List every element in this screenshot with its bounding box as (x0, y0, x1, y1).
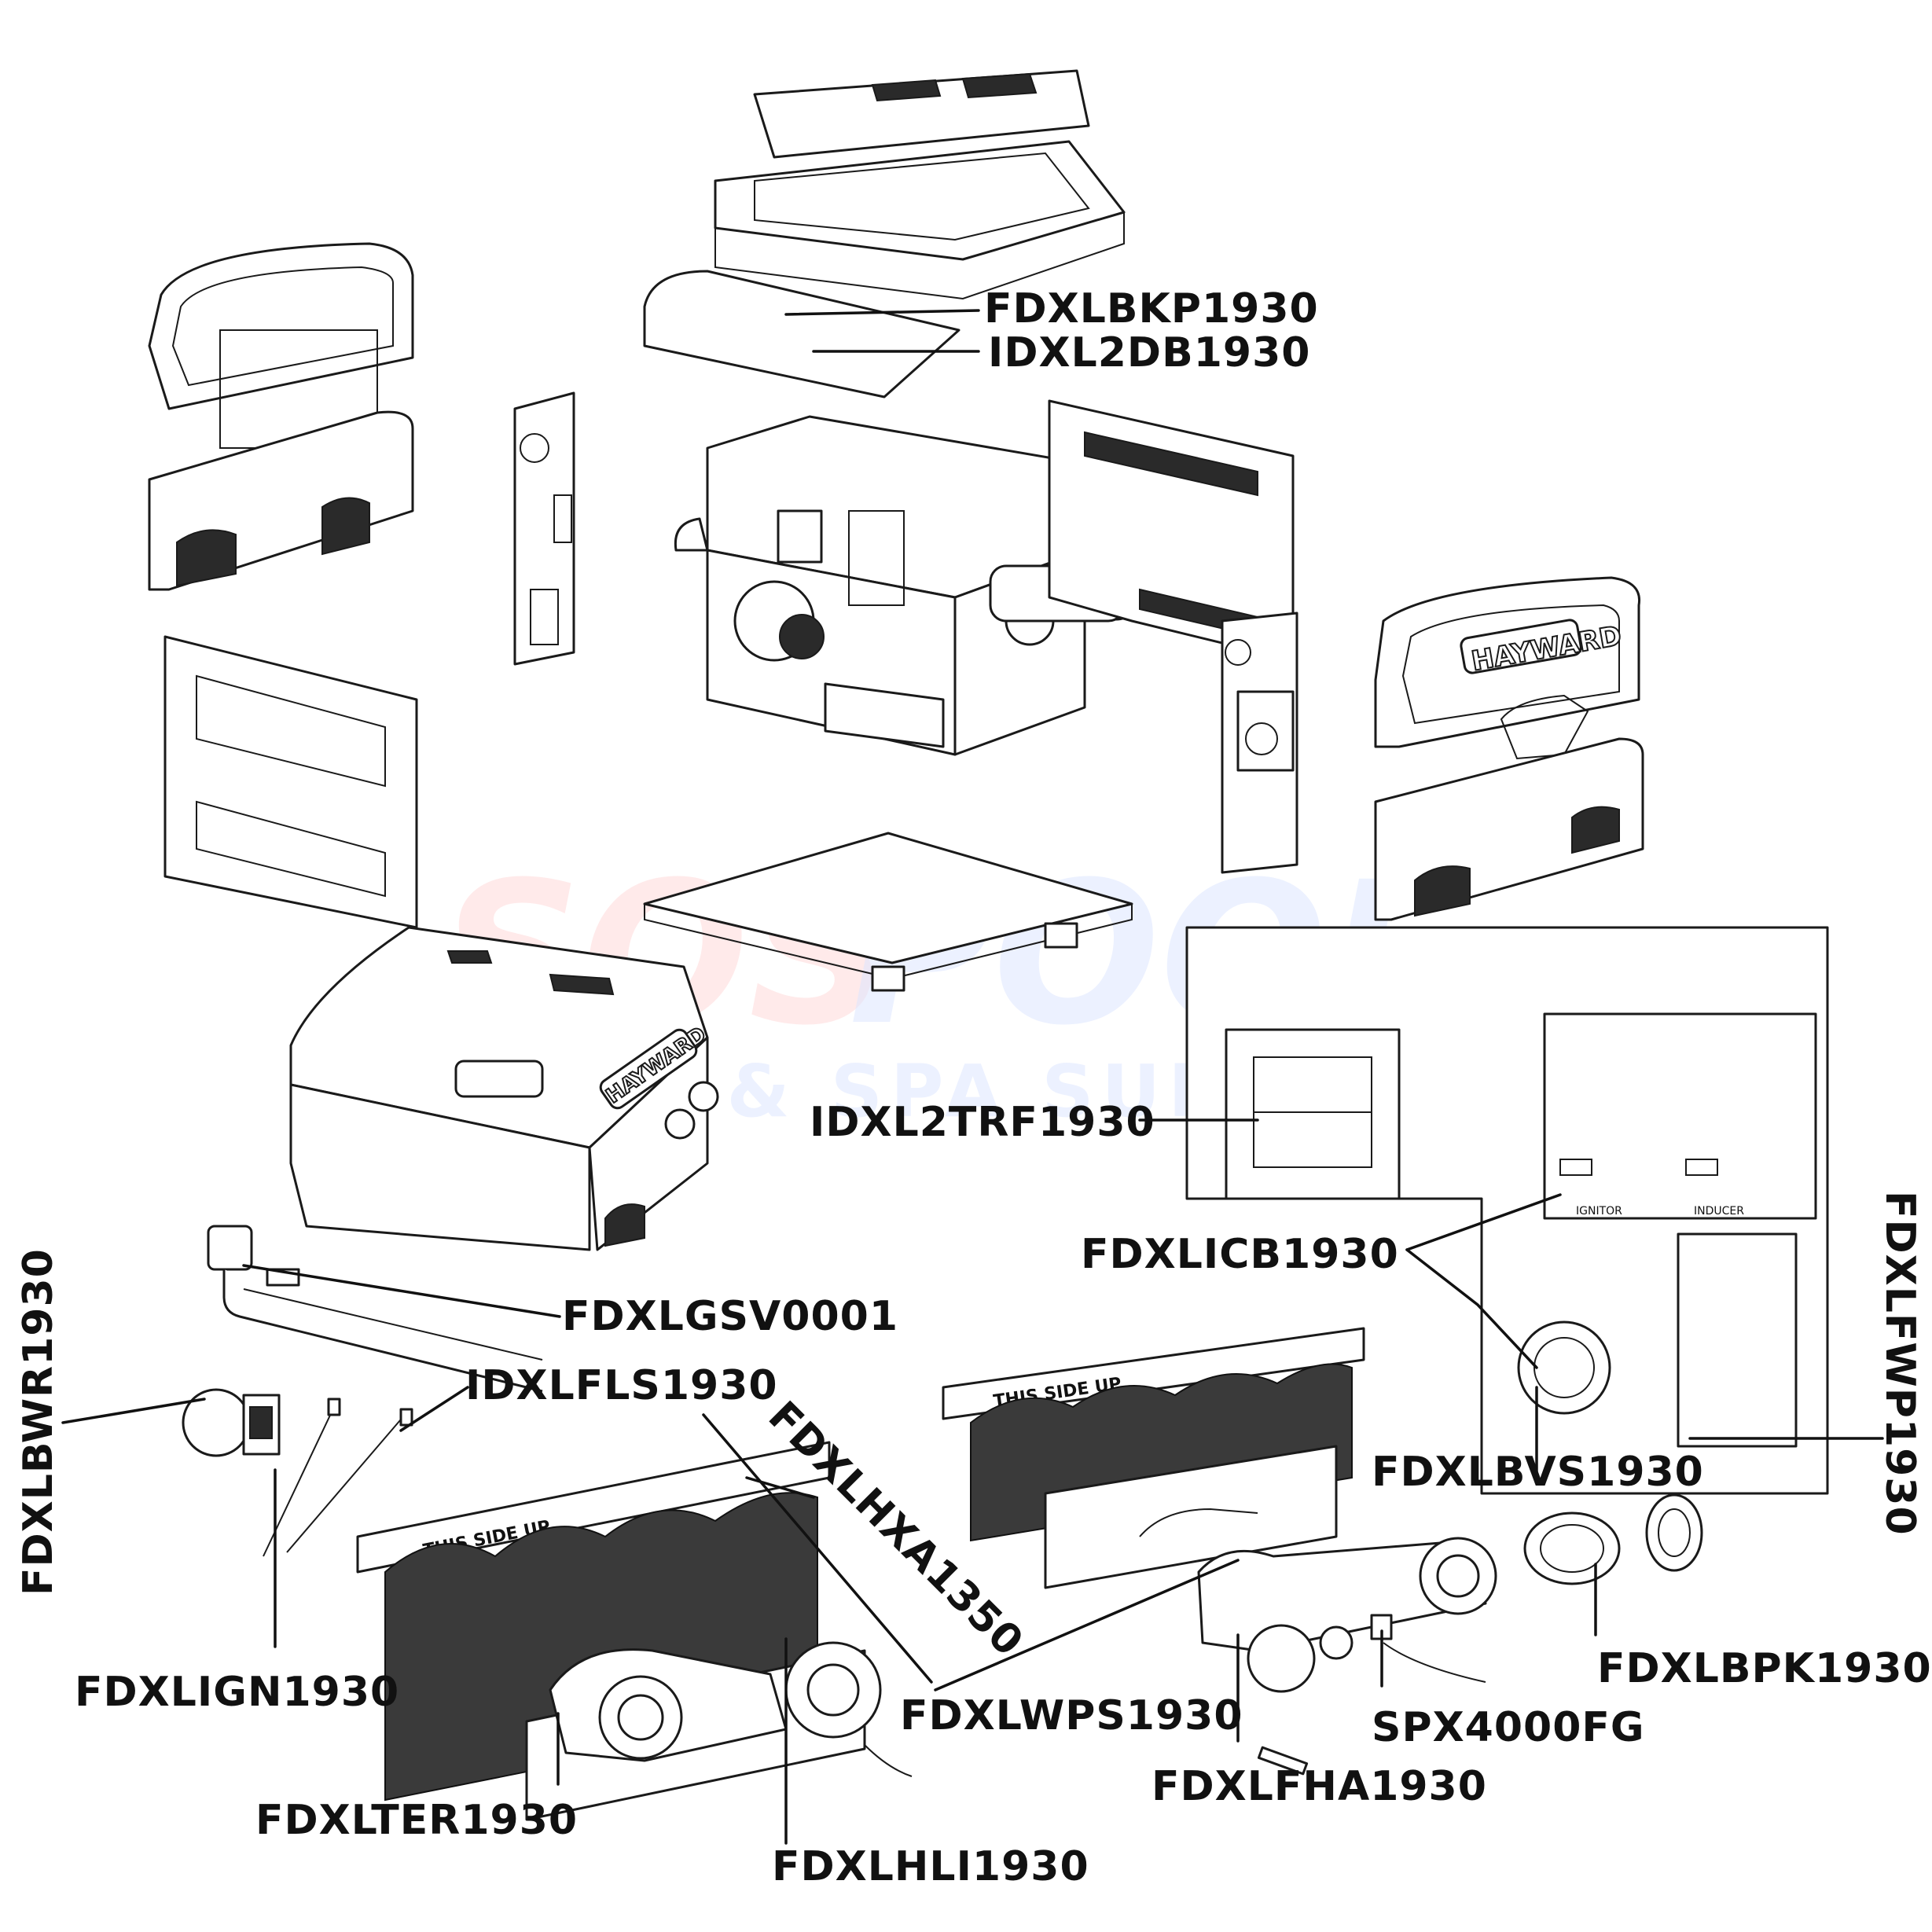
board-label-inducer: INDUCER (1694, 1205, 1744, 1218)
top-frame (714, 140, 1126, 300)
left-door-panel (163, 635, 418, 929)
label-fdxlgsv0001: FDXLGSV0001 (562, 1293, 898, 1340)
heat-exchanger-left: THIS SIDE UP (356, 1441, 866, 1821)
right-control-plate (1221, 612, 1298, 874)
right-front-panel: HAYWARD (1374, 576, 1641, 760)
label-idxlfls1930: IDXLFLS1930 (465, 1362, 778, 1409)
rear-louver-panel (1048, 399, 1295, 662)
igniter-and-flame-sensor (263, 1398, 413, 1557)
base-pan (643, 832, 1133, 992)
water-header-right (1197, 1537, 1497, 1776)
label-fdxlfwp1930: FDXLFWP1930 (1876, 1191, 1923, 1536)
water-header-left (549, 1641, 913, 1777)
left-side-panel-lower (148, 410, 414, 591)
label-fdxlfha1930: FDXLFHA1930 (1151, 1763, 1487, 1810)
label-fdxlbkp1930: FDXLBKP1930 (984, 285, 1319, 332)
assembled-heater: HAYWARD (289, 926, 719, 1251)
top-cover-panel (753, 69, 1090, 159)
label-fdxlhli1930: FDXLHLI1930 (772, 1843, 1089, 1890)
label-fdxlbwr1930: FDXLBWR1930 (15, 1248, 62, 1596)
label-fdxlwps1930: FDXLWPS1930 (900, 1692, 1243, 1739)
label-idxl2trf1930: IDXL2TRF1930 (810, 1099, 1155, 1146)
label-idxl2db1930: IDXL2DB1930 (988, 329, 1310, 376)
heat-exchanger-right: THIS SIDE UP (942, 1327, 1365, 1589)
leader-lines (61, 309, 1884, 1845)
bypass-and-union (1523, 1493, 1703, 1585)
gas-valve-assembly (207, 1225, 543, 1393)
label-fdxlign1930: FDXLIGN1930 (75, 1669, 399, 1716)
label-fdxlbvs1930: FDXLBVS1930 (1372, 1449, 1704, 1496)
board-label-ignitor: IGNITOR (1576, 1205, 1622, 1218)
label-fdxlicb1930: FDXLICB1930 (1081, 1231, 1399, 1278)
electrical-mount-panel: IGNITOR INDUCER (1185, 926, 1829, 1495)
blower-assembly (182, 1388, 281, 1457)
label-fdxlbpk1930: FDXLBPK1930 (1597, 1645, 1932, 1692)
left-side-panel-upper (148, 242, 414, 449)
label-fdxlter1930: FDXLTER1930 (255, 1797, 578, 1844)
control-mount-plate (513, 391, 575, 666)
right-lower-panel (1374, 737, 1644, 921)
label-spx4000fg: SPX4000FG (1372, 1704, 1645, 1751)
